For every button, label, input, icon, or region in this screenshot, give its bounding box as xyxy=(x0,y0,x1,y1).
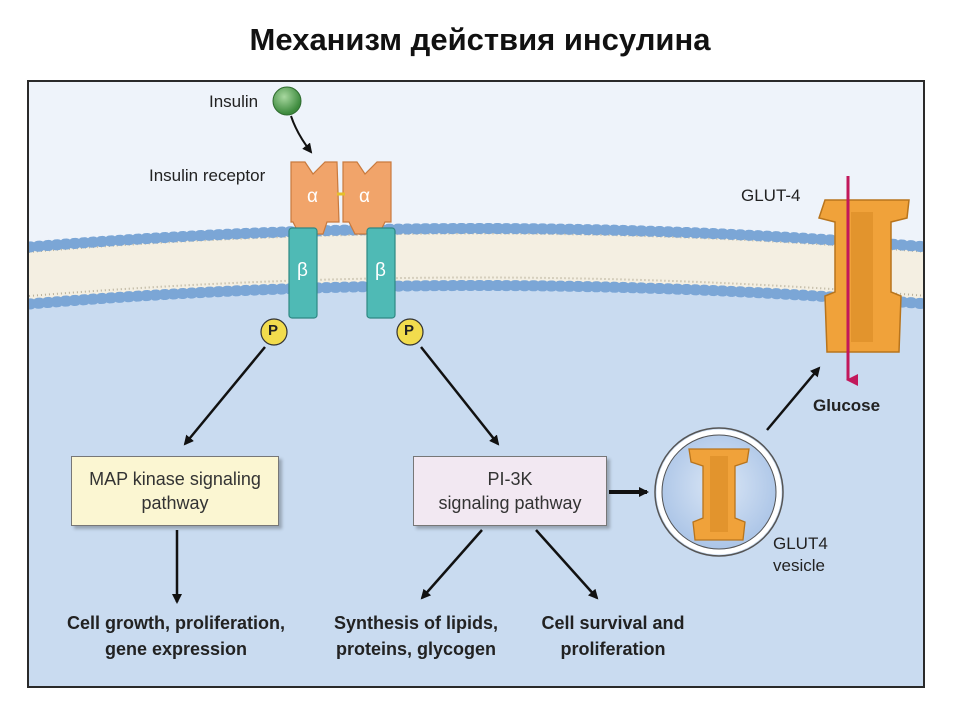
phosphate-left xyxy=(260,318,288,346)
insulin-binding-arrow xyxy=(290,115,313,154)
phosphate-right xyxy=(396,318,424,346)
outcome-cell-survival-line2: proliferation xyxy=(560,639,666,659)
receptor-beta-right xyxy=(366,227,396,319)
beta-label-left: β xyxy=(297,260,308,281)
alpha-label-right: α xyxy=(359,186,370,207)
glut4-channel xyxy=(851,212,873,342)
pi3k-pathway-box: PI-3K signaling pathway xyxy=(413,456,607,526)
insulin-mechanism-diagram: Insulin Insulin receptor α α β β P P GLU… xyxy=(27,80,925,688)
phosphate-label-right: P xyxy=(404,322,415,339)
membrane-tails-inner xyxy=(29,276,923,297)
outcome-synthesis: Synthesis of lipids, proteins, glycogen xyxy=(311,610,521,662)
arrow-vesicle-to-membrane xyxy=(766,366,821,431)
pi3k-line1: PI-3K xyxy=(487,469,533,489)
glut4-vesicle-inner-rim xyxy=(661,434,777,550)
pi3k-line2: signaling pathway xyxy=(438,493,582,513)
vesicle-glut4-channel xyxy=(710,456,728,532)
phosphate-label-left: P xyxy=(268,322,279,339)
membrane-outer-heads xyxy=(29,223,923,253)
receptor-beta-left xyxy=(288,227,318,319)
slide-title: Механизм действия инсулина xyxy=(249,22,711,57)
glut4-vesicle-label-line2: vesicle xyxy=(773,556,825,575)
outcome-cell-survival-line1: Cell survival and xyxy=(541,613,685,633)
outcome-cell-survival: Cell survival and proliferation xyxy=(525,610,701,662)
outcome-cell-growth-line2: gene expression xyxy=(104,639,248,659)
map-kinase-line1: MAP kinase signaling xyxy=(89,469,261,489)
map-kinase-line2: pathway xyxy=(141,493,209,513)
insulin-label: Insulin xyxy=(209,92,259,111)
insulin-receptor-label: Insulin receptor xyxy=(149,166,266,185)
map-kinase-pathway-box: MAP kinase signaling pathway xyxy=(71,456,279,526)
outcome-cell-growth: Cell growth, proliferation, gene express… xyxy=(47,610,305,662)
arrow-to-map-kinase xyxy=(183,346,266,446)
beta-label-right: β xyxy=(375,260,386,281)
glut4-vesicle-label-line1: GLUT4 xyxy=(773,534,828,553)
arrow-to-survival xyxy=(535,529,599,600)
alpha-label-left: α xyxy=(307,186,318,207)
glut4-transporter-label: GLUT-4 xyxy=(741,186,801,205)
arrow-to-pi3k xyxy=(420,346,500,446)
glut4-vesicle-rim xyxy=(654,427,784,557)
outcome-cell-growth-line1: Cell growth, proliferation, xyxy=(66,613,285,633)
membrane-inner-heads xyxy=(29,280,923,310)
receptor-alpha-left xyxy=(290,161,340,235)
glucose-label: Glucose xyxy=(813,396,881,415)
insulin-molecule xyxy=(272,86,302,116)
arrow-to-synthesis xyxy=(420,529,483,600)
receptor-alpha-right xyxy=(342,161,392,235)
outcome-synthesis-line2: proteins, glycogen xyxy=(335,639,497,659)
outcome-synthesis-line1: Synthesis of lipids, xyxy=(333,613,499,633)
